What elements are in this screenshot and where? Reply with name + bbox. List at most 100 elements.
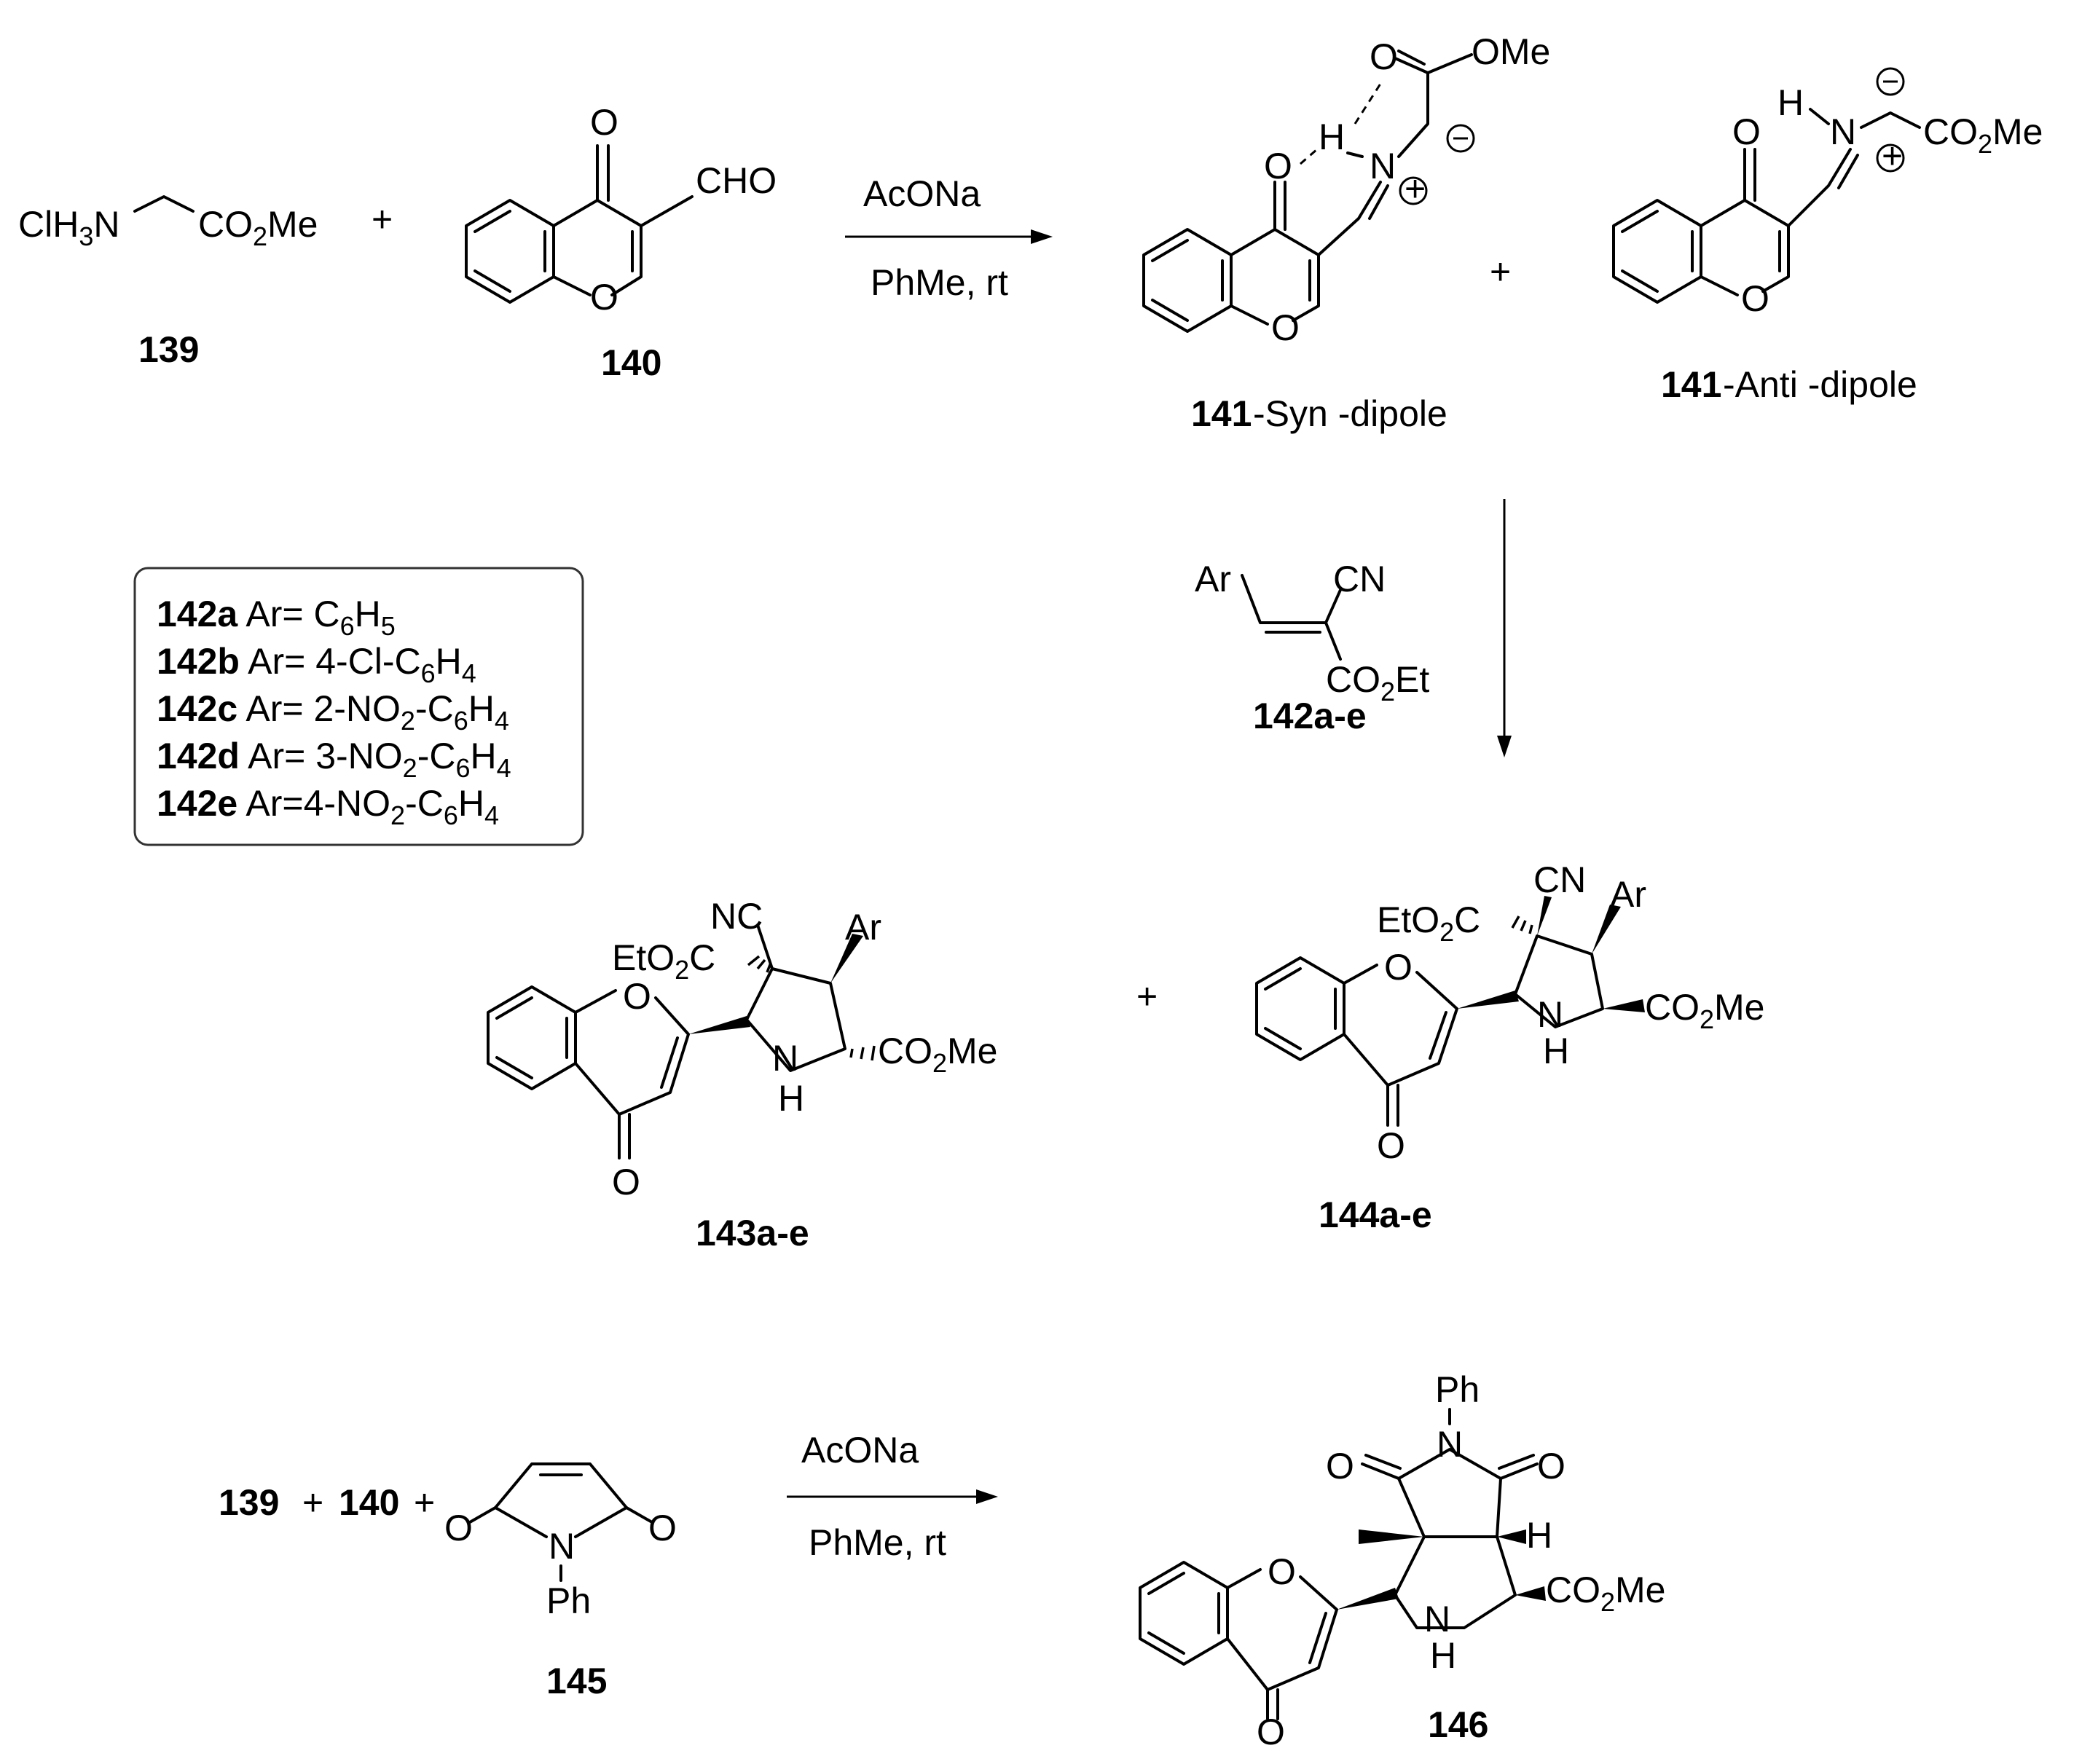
label-141-syn: 141 <box>1191 393 1252 434</box>
anti-N: N <box>1830 111 1856 152</box>
compound-141-syn: O O N + H O OMe 141 -Syn -dipole <box>1142 31 1550 434</box>
r2-140: 140 <box>339 1482 399 1523</box>
p144-N: N <box>1537 994 1563 1035</box>
label-146: 146 <box>1428 1704 1488 1745</box>
p146-Ph: Ph <box>1435 1369 1480 1410</box>
r145-O-left: O <box>444 1508 473 1548</box>
condition-acona-2: AcONa <box>801 1430 919 1470</box>
label-145: 145 <box>546 1661 607 1701</box>
condition-phme-2: PhMe, rt <box>809 1522 946 1563</box>
p144-hash-1 <box>1511 916 1533 934</box>
glycine-bonds <box>133 195 195 213</box>
legend-row-142a: 142a Ar= C6H5 <box>157 594 396 641</box>
arrowhead-2 <box>1497 736 1512 757</box>
p144-CN: CN <box>1533 859 1586 900</box>
p146-N: N <box>1424 1599 1450 1639</box>
ring-O: O <box>590 277 618 318</box>
compound-139: ClH3N CO2Me 139 <box>18 195 318 370</box>
syn-carbonyl-O: O <box>1370 36 1398 77</box>
benzene-ring <box>465 199 555 304</box>
p146-imide-O-left: O <box>1326 1446 1354 1487</box>
compound-145: O O N Ph 145 <box>444 1462 677 1701</box>
anti-CO2Me: CO2Me <box>1923 111 2043 159</box>
p144-oxo-O: O <box>1377 1125 1405 1166</box>
p143-EtO2C: EtO2C <box>612 937 715 985</box>
syn-oxo-O: O <box>1264 146 1292 186</box>
reaction-arrow-1: AcONa PhMe, rt <box>845 173 1053 303</box>
condition-phme-1: PhMe, rt <box>871 262 1008 303</box>
cho-group: CHO <box>696 160 777 201</box>
p144-EtO2C: EtO2C <box>1377 899 1480 947</box>
syn-plus-charge <box>1399 176 1428 205</box>
plus-1: + <box>372 199 393 240</box>
p144-wedge-cn <box>1537 896 1552 936</box>
anti-plus-sign: + <box>1882 135 1903 176</box>
compound-143: O O N H NC EtO2C Ar CO2Me 143a-e <box>487 896 998 1253</box>
condition-acona-1: AcONa <box>863 173 981 214</box>
p143-hash-2 <box>849 1045 876 1061</box>
legend-row-142e: 142e Ar=4-NO2-C6H4 <box>157 783 499 830</box>
p144-Ar: Ar <box>1610 874 1646 915</box>
syn-minus-charge <box>1446 124 1475 153</box>
clh3n-text: ClH <box>18 204 79 245</box>
p146-oxo-O: O <box>1257 1712 1285 1752</box>
arrowhead-3 <box>976 1489 998 1504</box>
syn-plus-sign: + <box>1405 168 1426 209</box>
legend-row-142d: 142d Ar= 3-NO2-C6H4 <box>157 736 511 783</box>
compound-146: O O N H O O N Ph H CO2Me 146 <box>1139 1369 1666 1752</box>
oxo-O: O <box>590 102 618 143</box>
plus-products: + <box>1136 976 1158 1017</box>
syn-N: N <box>1370 146 1396 186</box>
label-140: 140 <box>601 342 661 383</box>
syn-hbond-1 <box>1300 148 1318 165</box>
p144-ring-O: O <box>1384 947 1413 988</box>
legend-box <box>133 567 584 846</box>
label-143: 143a-e <box>696 1213 809 1253</box>
p144-wedge-1 <box>1457 991 1519 1009</box>
syn-ring-O: O <box>1271 307 1300 348</box>
syn-OMe: OMe <box>1472 31 1550 72</box>
r2-139: 139 <box>219 1482 279 1523</box>
label-139: 139 <box>138 329 199 370</box>
compound-140: O O CHO 140 <box>465 102 777 383</box>
p143-H: H <box>778 1078 804 1119</box>
p143-wedge-1 <box>688 1016 750 1034</box>
p146-ring-O: O <box>1268 1551 1296 1592</box>
p143-hash-1 <box>747 955 772 973</box>
p146-wedge-ester <box>1515 1586 1546 1601</box>
syn-hbond-2 <box>1354 83 1382 125</box>
anti-ring-O: O <box>1741 278 1769 319</box>
label-141-anti: 141 <box>1661 364 1721 405</box>
r145-N: N <box>549 1526 575 1567</box>
p143-wedge-2 <box>830 934 863 983</box>
arrowhead-1 <box>1031 229 1053 244</box>
p143-NC: NC <box>710 896 763 937</box>
r145-O-right: O <box>648 1508 677 1548</box>
p144-H: H <box>1543 1031 1569 1071</box>
label-144: 144a-e <box>1319 1194 1432 1235</box>
reagent-139-formula: ClH3N <box>18 204 119 251</box>
p146-wedge-H <box>1497 1529 1526 1544</box>
anti-oxo-O: O <box>1732 111 1761 152</box>
dipolarophile-CO2Et: CO2Et <box>1326 659 1429 706</box>
reagent-139-ester: CO2Me <box>198 204 318 251</box>
anti-plus-charge <box>1876 143 1905 173</box>
reaction-arrow-3: AcONa PhMe, rt <box>787 1430 998 1563</box>
syn-H: H <box>1319 117 1345 157</box>
reaction-2-reactants: 139 + 140 + <box>219 1482 435 1523</box>
anti-minus-charge <box>1876 67 1905 96</box>
label-141-syn-text: -Syn -dipole <box>1253 393 1447 434</box>
p146-H: H <box>1430 1635 1456 1676</box>
legend-row-142b: 142b Ar= 4-Cl-C6H4 <box>157 641 476 688</box>
p146-imide-O-right: O <box>1537 1446 1565 1487</box>
dipolarophile-Ar: Ar <box>1195 559 1231 599</box>
p146-wedge-methyl <box>1359 1529 1424 1544</box>
p146-CO2Me: CO2Me <box>1546 1570 1666 1617</box>
plus-dipoles: + <box>1490 251 1511 292</box>
p143-N: N <box>772 1038 798 1079</box>
sub-3: 3 <box>79 221 93 251</box>
p144-CO2Me: CO2Me <box>1645 987 1765 1034</box>
r2-plus-2: + <box>414 1482 435 1523</box>
reaction-arrow-2 <box>1497 499 1512 757</box>
